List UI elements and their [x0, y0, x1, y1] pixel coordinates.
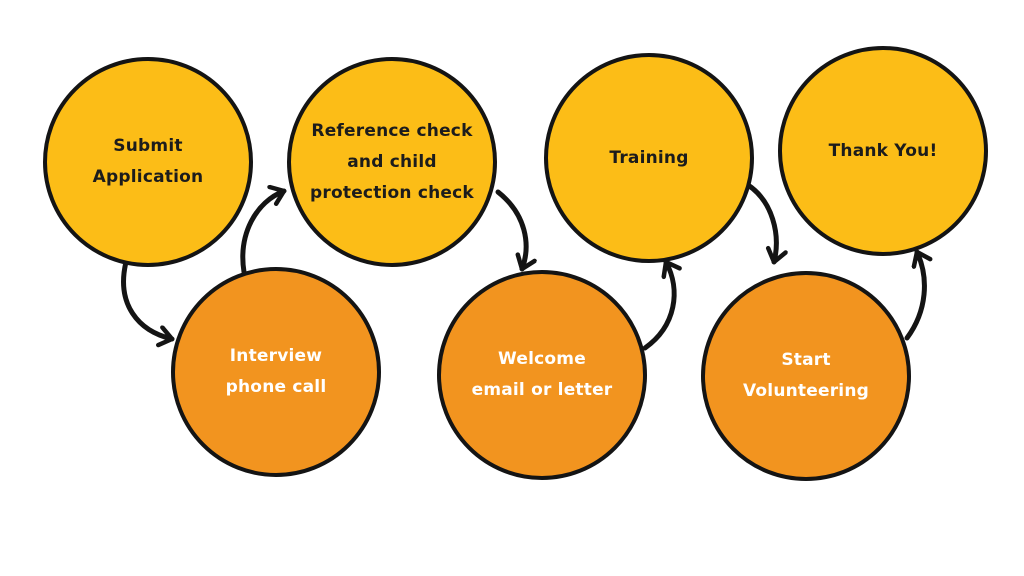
node-label-line: Application [92, 167, 204, 187]
edge-interview-to-reference [240, 191, 287, 275]
node-label-line: Training [609, 147, 689, 168]
edge-welcome-to-training [642, 259, 674, 351]
edge-training-to-volunteering [745, 182, 776, 265]
node-label-line: Reference check [311, 120, 473, 141]
node-training: Training [544, 53, 754, 263]
node-label-line: Interview [229, 346, 323, 366]
node-label-line: Volunteering [742, 381, 869, 401]
edge-reference-to-welcome [495, 189, 526, 272]
node-submit-application: Submit Application [43, 57, 253, 267]
node-label-line: Start [781, 350, 831, 370]
node-thank-you: Thank You! [778, 46, 988, 256]
node-label-line: Thank You! [828, 140, 938, 161]
edge-submit-to-interview [121, 259, 175, 339]
node-label-line: Welcome [498, 349, 586, 369]
node-label-line: Submit [113, 136, 183, 156]
node-interview-phone-call: Interview phone call [171, 267, 381, 477]
node-start-volunteering: Start Volunteering [701, 271, 911, 481]
node-label-line: and child [347, 151, 437, 172]
node-label-line: email or letter [471, 380, 613, 400]
node-welcome-email-or-letter: Welcome email or letter [437, 270, 647, 480]
node-label-line: protection check [310, 182, 474, 203]
edge-volunteering-to-thankyou [904, 249, 924, 341]
node-reference-check: Reference check and child protection che… [287, 57, 497, 267]
node-label-line: phone call [225, 377, 327, 397]
